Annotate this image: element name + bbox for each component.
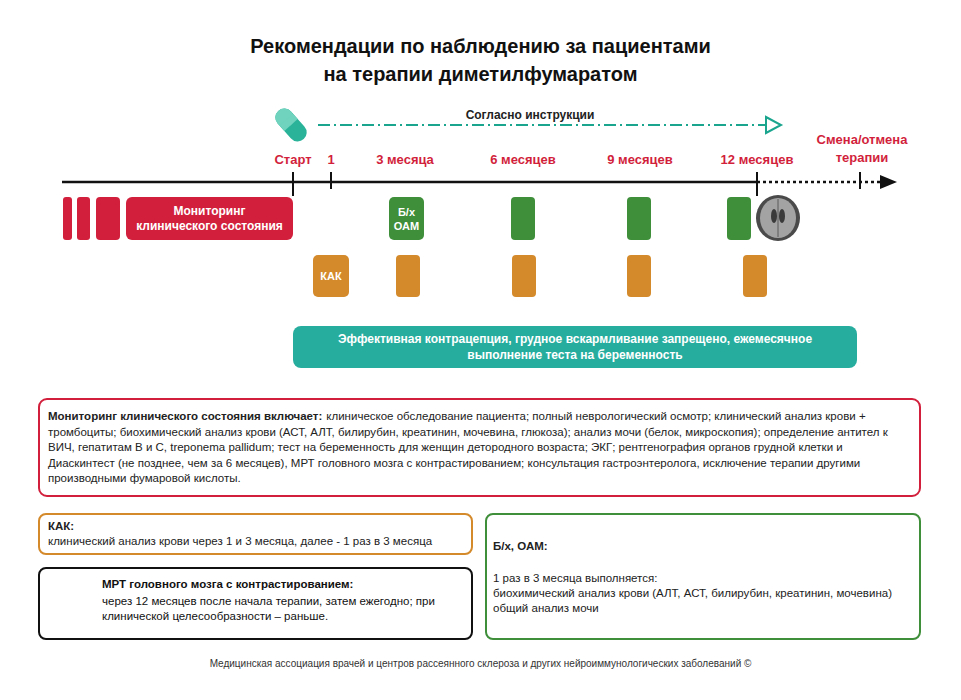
lab-block [511, 197, 535, 240]
cbc-box: КАК [313, 255, 349, 297]
caption: Медицинская ассоциация врачей и центров … [0, 658, 961, 669]
lab-block [627, 197, 651, 240]
title: Рекомендации по наблюдению за пациентами… [248, 32, 713, 88]
monitoring-details-box: Мониторинг клинического состояния включа… [38, 398, 921, 497]
lab-blocks [511, 197, 751, 240]
cbc-block [627, 255, 651, 297]
timeline-label: 6 месяцев [490, 152, 556, 167]
brain-ventricle [771, 209, 777, 223]
box-text: КАК [320, 269, 341, 283]
pill-icon [272, 105, 311, 145]
box-heading: КАК: [48, 519, 463, 534]
pill-body [272, 105, 311, 145]
arrow-head [766, 117, 781, 133]
box-text: Б/х ОАМ [391, 205, 422, 233]
cbc-block [743, 255, 767, 297]
ticks [293, 172, 860, 196]
lab-box: Б/х ОАМ [389, 197, 424, 240]
box-text: клинический анализ крови через 1 и 3 мес… [48, 534, 463, 549]
timeline-axis [62, 181, 757, 184]
history-block [63, 197, 72, 240]
box-heading: МРТ головного мозга с контрастированием: [102, 577, 463, 592]
lab-block [727, 197, 751, 240]
brain-ventricle [779, 209, 785, 223]
box-heading: Мониторинг клинического состояния включа… [48, 410, 322, 422]
timeline-label: Смена/отмена терапии [807, 131, 917, 167]
box-text: 1 раз в 3 месяца выполняется: [493, 571, 913, 586]
axis-head [880, 175, 897, 189]
brain-midline [778, 199, 779, 237]
cbc-block [512, 255, 536, 297]
timeline-label: 1 [327, 152, 334, 167]
box-text: Мониторинг клинического состояния [132, 204, 287, 234]
pill-half [280, 114, 298, 131]
box-heading: Б/х, ОАМ: [493, 539, 913, 554]
tick [292, 172, 294, 196]
arrow-label: Согласно инструкции [462, 108, 599, 122]
tick [859, 172, 861, 189]
tick [330, 172, 332, 189]
box-text: биохимический анализ крови (АЛТ, АСТ, би… [493, 586, 913, 601]
timeline-label: Старт [274, 152, 311, 167]
timeline-axis-dotted [757, 181, 882, 184]
instruction-arrow [318, 124, 766, 126]
lab-details-box: Б/х, ОАМ: 1 раз в 3 месяца выполняется:би… [485, 513, 921, 640]
monitoring-box: Мониторинг клинического состояния [126, 197, 293, 240]
timeline-label: 12 месяцев [721, 152, 794, 167]
cbc-details-box: КАК:клинический анализ крови через 1 и 3… [38, 513, 473, 555]
history-blocks [63, 197, 120, 240]
contraception-band: Эффективная контрацепция, грудное вскарм… [293, 326, 857, 368]
brain-mri-icon [756, 195, 800, 241]
tick [756, 172, 758, 196]
brain-tissue [760, 198, 796, 238]
box-text: Эффективная контрацепция, грудное вскарм… [313, 331, 837, 363]
timeline-label: 3 месяца [376, 152, 434, 167]
box-text: через 12 месяцев после начала терапии, з… [102, 594, 463, 624]
mri-details-box: МРТ головного мозга с контрастированием:… [38, 567, 473, 640]
brain-outline [756, 195, 800, 241]
timeline-label: 9 месяцев [607, 152, 673, 167]
cbc-block [396, 255, 420, 297]
pill-half [272, 105, 298, 131]
box-text: общий анализ мочи [493, 601, 913, 616]
cbc-blocks [396, 255, 767, 297]
history-block [77, 197, 90, 240]
history-block [96, 197, 120, 240]
